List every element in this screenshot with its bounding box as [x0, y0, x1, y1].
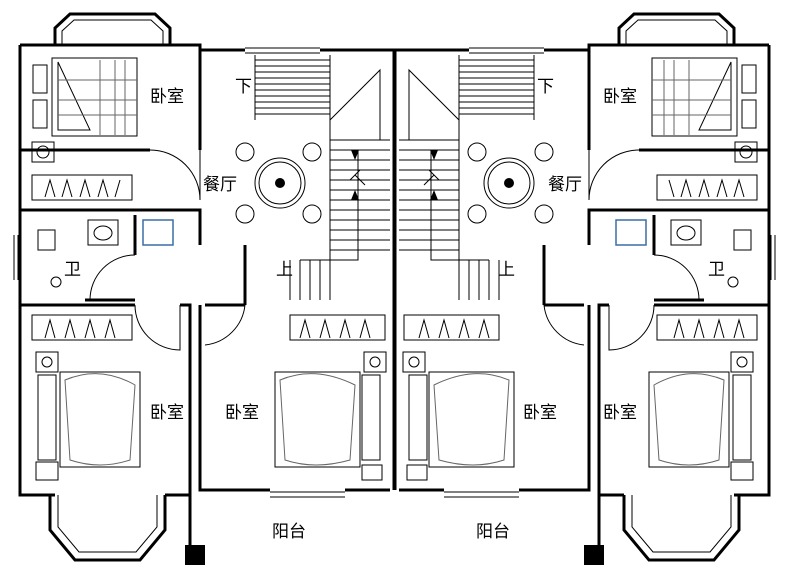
- left-stair-down-label: 下: [235, 77, 252, 97]
- left-dining-label: 餐厅: [203, 175, 237, 195]
- left-unit: [12, 12, 397, 567]
- right-unit: [392, 12, 777, 567]
- right-stair-up-label: 上: [498, 260, 515, 280]
- left-bedroom-top-label: 卧室: [150, 87, 184, 107]
- left-stair-up-label: 上: [276, 260, 293, 280]
- right-bathroom-label: 卫: [708, 260, 725, 280]
- right-dining-label: 餐厅: [548, 175, 582, 195]
- right-bedroom-outer-label: 卧室: [603, 403, 637, 423]
- right-bedroom-inner-label: 卧室: [523, 403, 557, 423]
- right-bedroom-top-label: 卧室: [603, 87, 637, 107]
- left-bedroom-inner-label: 卧室: [225, 403, 259, 423]
- left-balcony-label: 阳台: [272, 522, 306, 542]
- left-bedroom-outer-label: 卧室: [150, 403, 184, 423]
- right-stair-down-label: 下: [537, 77, 554, 97]
- right-balcony-label: 阳台: [476, 522, 510, 542]
- left-bathroom-label: 卫: [64, 260, 81, 280]
